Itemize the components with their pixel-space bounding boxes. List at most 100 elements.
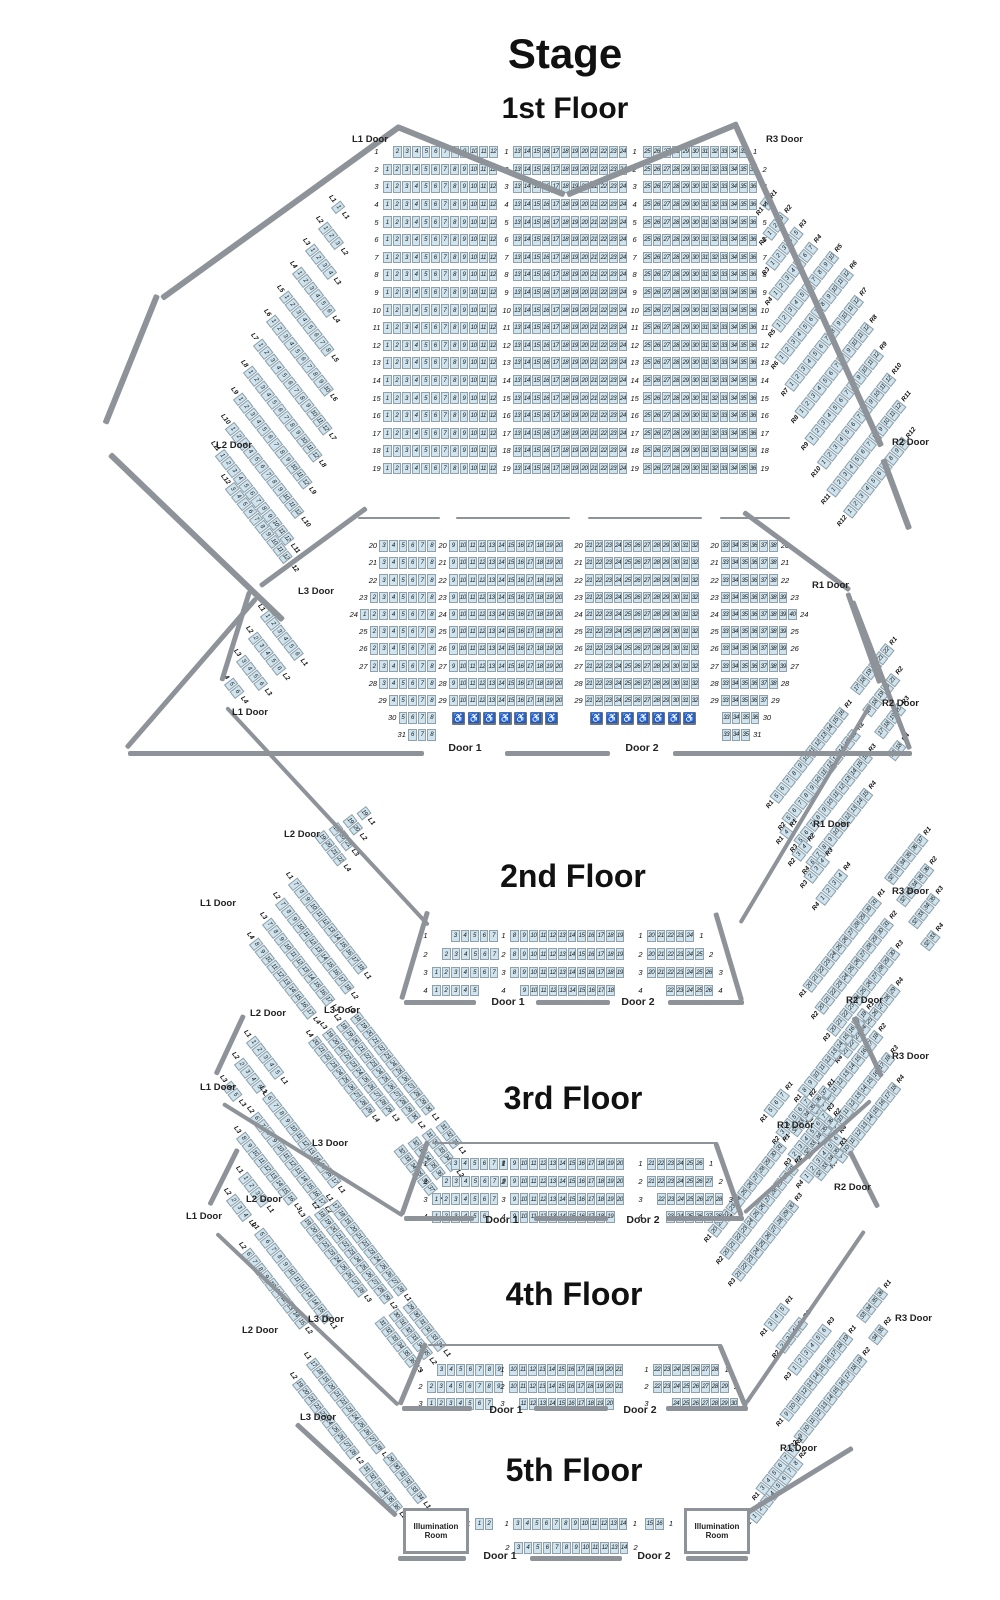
- seat: 32: [710, 251, 719, 264]
- seat: 28: [652, 643, 661, 655]
- row-number: 15: [630, 393, 639, 403]
- seat: 27: [642, 660, 652, 672]
- seat: 11: [478, 269, 488, 281]
- seat: 22: [599, 357, 608, 369]
- seat: 27: [642, 626, 652, 638]
- seat: 5: [421, 445, 430, 457]
- seat: 1: [432, 984, 441, 997]
- seat: 26: [704, 984, 713, 997]
- seat: 26: [652, 216, 662, 228]
- row-number: 3: [718, 967, 723, 977]
- seat: 18: [535, 591, 544, 604]
- seat: 16: [587, 984, 596, 997]
- row-number: 20: [574, 541, 583, 551]
- seat: 2: [392, 216, 402, 228]
- seat: 12: [488, 181, 498, 193]
- seat: 28: [671, 181, 681, 193]
- seat: 18: [535, 626, 544, 638]
- section-label: R1: [781, 1132, 793, 1144]
- row-number: 4: [501, 986, 506, 996]
- seat: 10: [519, 1211, 529, 1223]
- seat: 18: [596, 1158, 605, 1170]
- seat: 21: [585, 557, 594, 569]
- row-number: 1: [708, 1159, 714, 1169]
- section-label: R3: [798, 218, 809, 230]
- door-gate-label: Door 1: [483, 1550, 517, 1562]
- seat: 29: [661, 557, 671, 569]
- seat: 11: [468, 557, 477, 569]
- seat: 23: [604, 660, 613, 672]
- seat: 26: [632, 557, 642, 569]
- row-number: 1: [638, 931, 643, 941]
- seat: 20: [580, 322, 589, 334]
- seat: 23: [666, 1158, 675, 1170]
- seat: 5: [470, 930, 479, 942]
- seat: 31: [680, 694, 690, 707]
- seat: 18: [605, 966, 615, 979]
- seat: 18: [535, 660, 544, 672]
- seat: 17: [576, 1364, 585, 1376]
- section-label: R2: [928, 855, 940, 867]
- seat: 28: [671, 234, 681, 246]
- seat: 3: [402, 392, 411, 404]
- section-label: R2: [810, 1010, 821, 1022]
- seat: 6: [430, 374, 440, 387]
- seat: 15: [532, 339, 541, 352]
- seat: 11: [518, 1364, 528, 1376]
- seat: 15: [532, 427, 541, 440]
- seat: 36: [748, 357, 758, 369]
- seat: 14: [522, 251, 532, 264]
- seat: 21: [589, 163, 599, 176]
- seat: 12: [488, 269, 498, 281]
- seat: 13: [487, 574, 496, 586]
- seat: 2: [369, 608, 379, 621]
- seat: 27: [642, 643, 652, 655]
- row-number: 2: [423, 949, 428, 959]
- seat: 7: [417, 643, 427, 655]
- seat: 15: [532, 269, 541, 281]
- seat: 36: [749, 557, 759, 569]
- seat: 19: [615, 948, 625, 960]
- seat: 18: [560, 410, 570, 422]
- seat: 23: [666, 1193, 676, 1205]
- seat: 32: [690, 574, 700, 586]
- row-number: 16: [630, 411, 639, 421]
- seat: 24: [618, 181, 628, 193]
- seat: 31: [700, 198, 710, 211]
- seat: 16: [541, 146, 551, 158]
- seat: 24: [618, 410, 628, 422]
- seat: 9: [459, 286, 469, 299]
- seat: 17: [586, 1175, 596, 1188]
- seat: 6: [541, 1518, 551, 1530]
- section-label: R4: [934, 922, 946, 933]
- seat: 15: [532, 410, 541, 422]
- seat: 37: [759, 540, 768, 552]
- seat: 33: [721, 643, 730, 655]
- seat: 13: [513, 462, 522, 475]
- seat: 13: [557, 948, 567, 960]
- seat: 14: [547, 1381, 556, 1393]
- seat: 20: [580, 216, 589, 228]
- seat: 28: [652, 694, 661, 707]
- seat: 6: [430, 251, 440, 264]
- seat: 22: [594, 591, 604, 604]
- seat: 39: [778, 660, 788, 672]
- seat: 28: [652, 591, 661, 604]
- row-number: 2: [500, 1382, 505, 1392]
- seat: 19: [544, 660, 554, 672]
- wall-line: [686, 1556, 748, 1561]
- seat: 12: [477, 574, 487, 586]
- seat: 23: [666, 1175, 675, 1188]
- seat: 14: [567, 984, 577, 997]
- seat: 19: [595, 1364, 604, 1376]
- seat: 28: [671, 322, 681, 334]
- seat: 24: [685, 930, 694, 942]
